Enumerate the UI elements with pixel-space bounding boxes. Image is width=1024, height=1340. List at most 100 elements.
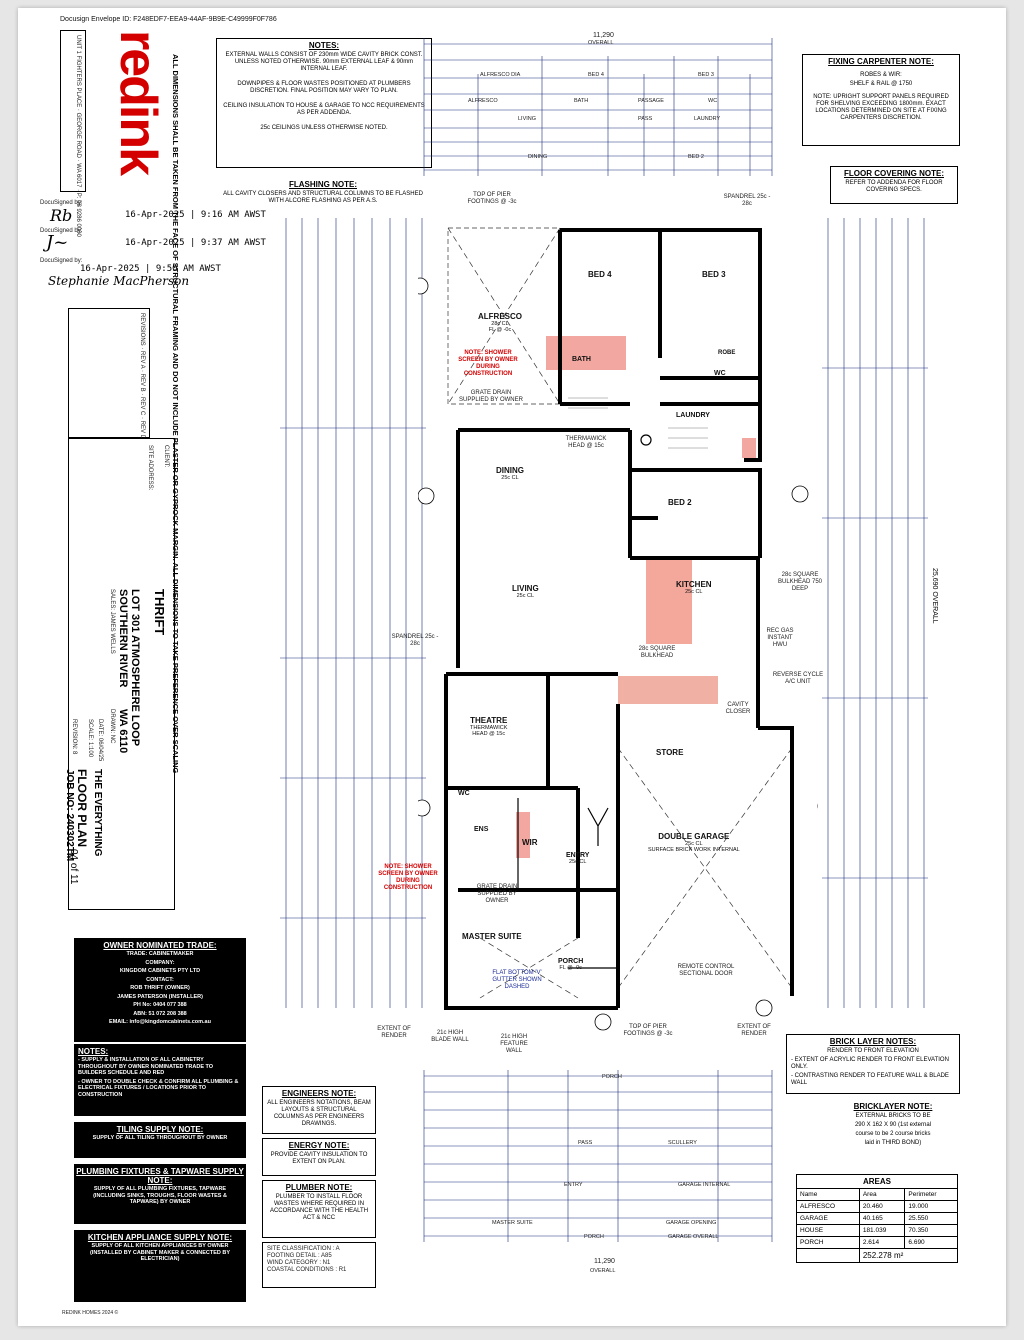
room-master: MASTER SUITE — [462, 932, 522, 941]
feature-wall-note: 21c HIGH FEATURE WALL — [500, 1034, 528, 1054]
areas-total: 252.278 m² — [858, 1248, 959, 1263]
dim-label: GARAGE OVERALL — [668, 1234, 719, 1240]
dim-label: ENTRY — [564, 1182, 583, 1188]
plumbing-fixtures-title: PLUMBING FIXTURES & TAPWARE SUPPLY NOTE: — [76, 1167, 244, 1185]
floor-covering-box: FLOOR COVERING NOTE: REFER TO ADDENDA FO… — [830, 166, 958, 204]
dim-label: GARAGE INTERNAL — [678, 1182, 731, 1188]
plumber-text: PLUMBER TO INSTALL FLOOR WASTES WHERE RE… — [269, 1194, 369, 1221]
overall-depth: 25,690 OVERALL — [931, 568, 938, 624]
grate-note-2: GRATE DRAIN SUPPLIED BY OWNER — [476, 884, 518, 904]
overall-label-bottom: OVERALL — [590, 1268, 616, 1274]
signature-3: Stephanie MacPherson — [48, 274, 190, 288]
brick-sub-title: BRICKLAYER NOTE: — [853, 1102, 933, 1111]
fixing-line: NOTE: UPRIGHT SUPPORT PANELS REQUIRED FO… — [813, 94, 949, 121]
ac-note: REVERSE CYCLE A/C UNIT — [772, 672, 824, 685]
spandrel-note-2: SPANDREL 25c - 28c — [391, 634, 439, 647]
spandrel-note-1: SPANDREL 25c - 28c — [723, 194, 771, 207]
dim-label: BED 2 — [688, 154, 704, 160]
signature-1: Rb — [50, 206, 73, 225]
owner-trade-line: ABN: 51 072 208 388 — [133, 1010, 187, 1017]
tiling-title: TILING SUPPLY NOTE: — [116, 1125, 204, 1134]
fixing-title: FIXING CARPENTER NOTE: — [828, 57, 934, 66]
right-dimensions — [822, 218, 928, 1008]
notes-black-line: - OWNER TO DOUBLE CHECK & CONFIRM ALL PL… — [78, 1078, 239, 1098]
bricklayer-line: - EXTENT OF ACRYLIC RENDER TO FRONT ELEV… — [791, 1057, 949, 1070]
brick-sub-box: BRICKLAYER NOTE: EXTERNAL BRICKS TO BE 2… — [838, 1100, 948, 1154]
firm-address-box: UNIT 1 FIGHTERS PLACE · GEORGE ROAD · WA… — [60, 30, 86, 237]
overall-width-top: 11,290 — [593, 32, 614, 39]
revisions-text: REVISIONS · REV A · REV B · REV C · REV … — [139, 313, 145, 440]
brick-sub-line: course to be 2 course bricks — [855, 1131, 931, 1137]
dim-label: ALFRESCO DIA — [480, 72, 521, 78]
overall-width-bottom: 11,290 — [594, 1258, 615, 1265]
floor-covering-title: FLOOR COVERING NOTE: — [844, 169, 944, 178]
bricklayer-title: BRICK LAYER NOTES: — [829, 1037, 917, 1046]
gas-hwu-note: REC GAS INSTANT HWU — [766, 628, 794, 648]
sales: SALES: JAMES WELLS — [109, 589, 115, 654]
sig-stamp-1: 16-Apr-2025 | 9:16 AM AWST — [125, 210, 266, 220]
plumber-title: PLUMBER NOTE: — [285, 1183, 353, 1192]
render-note-1: EXTENT OF RENDER — [377, 1026, 411, 1039]
floor-covering-text: REFER TO ADDENDA FOR FLOOR COVERING SPEC… — [845, 180, 943, 193]
notes-black-title: NOTES: — [78, 1047, 109, 1056]
site-state: WA 6110 — [117, 709, 129, 754]
drawn: DRAWN: NC — [109, 709, 115, 744]
note-line: EXTERNAL WALLS CONSIST OF 230mm WIDE CAV… — [225, 52, 423, 72]
kitchen-appliance-text: SUPPLY OF ALL KITCHEN APPLIANCES BY OWNE… — [89, 1243, 231, 1262]
thermawick-note: THERMAWICK HEAD @ 15c — [565, 436, 607, 449]
plumbing-fixtures-text: SUPPLY OF ALL PLUMBING FIXTURES, TAPWARE… — [93, 1186, 227, 1205]
owner-trade-line: PH No: 0404 077 388 — [133, 1002, 187, 1008]
dim-label: ALFRESCO — [468, 98, 498, 104]
cavity-closer-note: CAVITY CLOSER — [725, 702, 751, 715]
brick-sub-line: 290 X 162 X 90 (1st external — [854, 1122, 932, 1128]
sheet-title: FLOOR PLAN — [75, 769, 89, 847]
dim-label: PASS — [578, 1140, 593, 1146]
drawing-sheet: Docusign Envelope ID: F248EDF7-EEA9-44AF… — [18, 8, 1006, 1326]
shower-note-1: NOTE: SHOWER SCREEN BY OWNER DURING CONS… — [458, 350, 518, 377]
revisions-box: REVISIONS · REV A · REV B · REV C · REV … — [68, 308, 150, 440]
bricklayer-line: - CONTRASTING RENDER TO FEATURE WALL & B… — [791, 1073, 949, 1086]
gutter-note: FLAT BOTTOM 'V' GUTTER SHOWN DASHED — [492, 970, 542, 990]
top-dimensions — [423, 38, 773, 176]
room-store: STORE — [656, 748, 684, 757]
dim-label: PASSAGE — [638, 98, 664, 104]
engineers-title: ENGINEERS NOTE: — [281, 1089, 357, 1098]
room-bed4: BED 4 — [588, 270, 612, 279]
design-name: THE EVERYTHING — [92, 769, 103, 857]
notes-title: NOTES: — [308, 41, 340, 50]
site-address: LOT 301 ATMOSPHERE LOOP — [129, 589, 141, 747]
site-label: SITE ADDRESS: — [147, 445, 153, 491]
dim-label: DINING — [528, 154, 548, 160]
plumbing-fixtures-box: PLUMBING FIXTURES & TAPWARE SUPPLY NOTE:… — [74, 1164, 246, 1224]
energy-box: ENERGY NOTE: PROVIDE CAVITY INSULATION T… — [262, 1138, 376, 1176]
dim-label: BED 4 — [588, 72, 604, 78]
note-line: 25c CEILINGS UNLESS OTHERWISE NOTED. — [260, 125, 388, 131]
dim-label: MASTER SUITE — [492, 1220, 533, 1226]
job-no: JOB NO: 240302TM — [64, 769, 75, 862]
sectional-door-note: REMOTE CONTROL SECTIONAL DOOR — [677, 964, 735, 977]
owner-trade-line: TRADE: CABINETMAKER — [126, 951, 194, 957]
fixing-line: ROBES & WIR: — [860, 72, 902, 78]
sig-label: DocuSigned by: — [40, 228, 83, 234]
dim-label: BED 3 — [698, 72, 714, 78]
plumber-box: PLUMBER NOTE: PLUMBER TO INSTALL FLOOR W… — [262, 1180, 376, 1238]
room-bed3: BED 3 — [702, 270, 726, 279]
dim-label: BATH — [574, 98, 589, 104]
blade-wall-note: 21c HIGH BLADE WALL — [431, 1030, 469, 1043]
client-label: CLIENT: — [163, 445, 169, 468]
dim-label: PASS — [638, 116, 653, 122]
room-robe: ROBE — [718, 350, 736, 356]
dim-label: WC — [708, 98, 718, 104]
flashing-text: ALL CAVITY CLOSERS AND STRUCTURAL COLUMN… — [223, 191, 423, 204]
title-block: CLIENT: THRIFT SITE ADDRESS: LOT 301 ATM… — [64, 438, 175, 910]
bulkhead-note-2: 28c SQUARE BULKHEAD — [638, 646, 676, 659]
room-ens: ENS — [474, 826, 489, 833]
dim-label: LIVING — [518, 116, 537, 122]
dim-label: SCULLERY — [668, 1140, 697, 1146]
